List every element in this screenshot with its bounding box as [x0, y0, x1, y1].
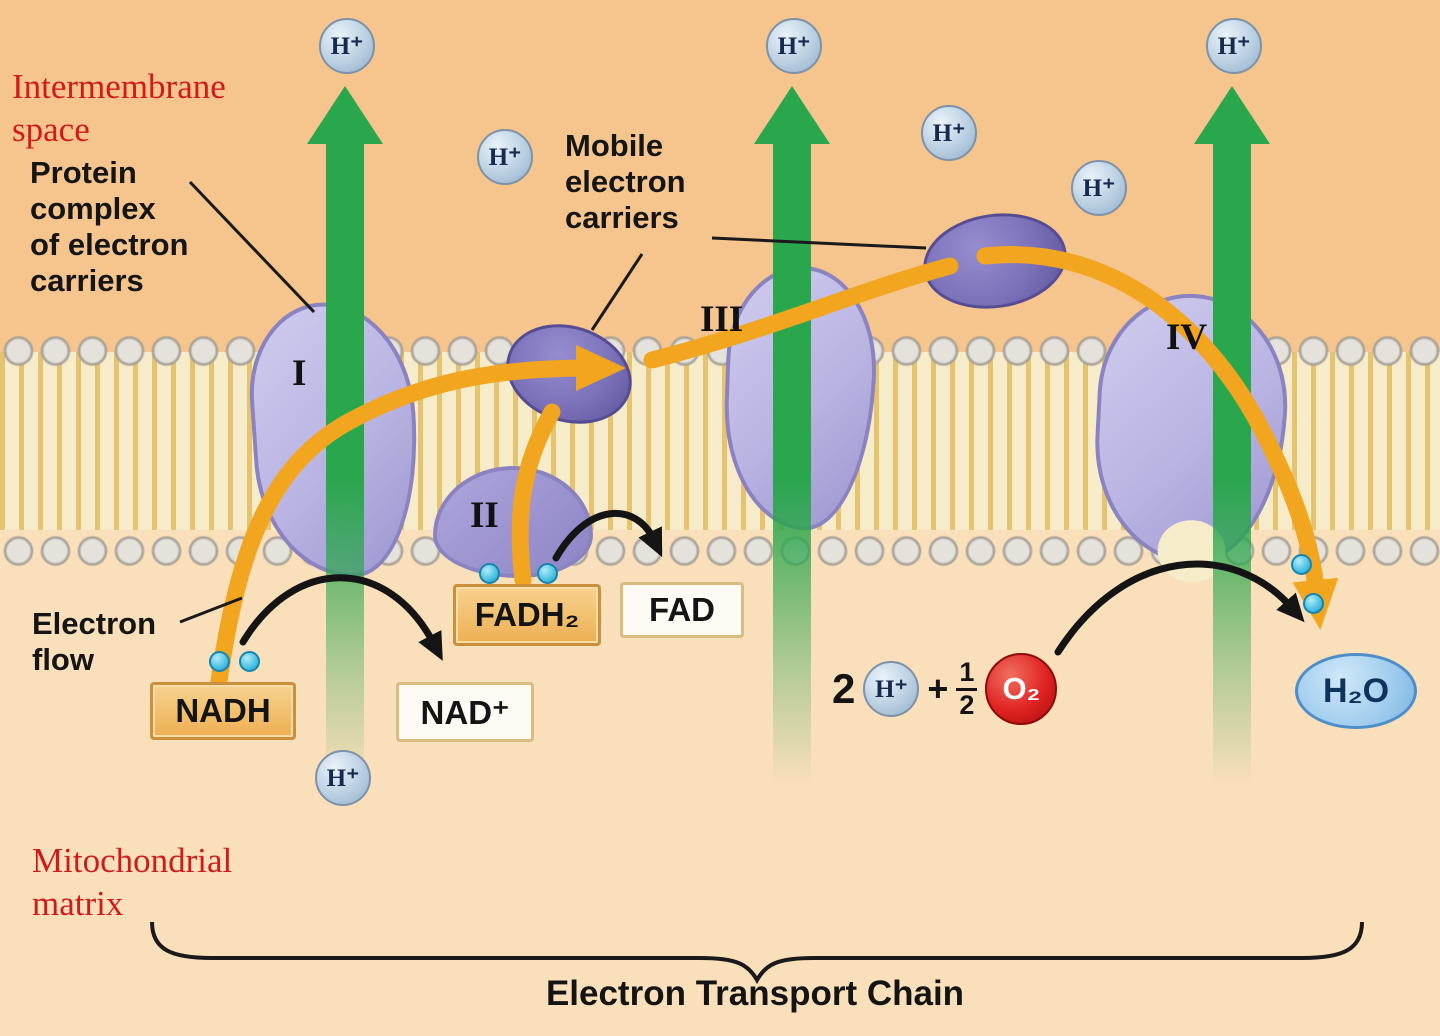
one-half-fraction: 1 2 — [956, 656, 978, 720]
h-plus-label: H⁺ — [1217, 33, 1251, 60]
oxygen-molecule: O₂ — [985, 653, 1058, 725]
h-plus-label: H⁺ — [932, 120, 966, 147]
arrow-shaft — [326, 142, 364, 786]
h-plus-ion: H⁺ — [1206, 18, 1262, 74]
arrow-head — [1194, 86, 1270, 144]
proton-pump-arrow-complex-iv — [1194, 86, 1270, 786]
complex-ii-numeral: II — [470, 495, 499, 536]
nad-box: NAD⁺ — [396, 682, 534, 742]
electron-dot — [209, 651, 230, 672]
h-plus-label: H⁺ — [488, 144, 522, 171]
electron-flow-annotation: Electron flow — [32, 606, 157, 677]
h-plus-ion: H⁺ — [766, 18, 822, 74]
oxygen-label: O₂ — [1002, 671, 1041, 706]
arrow-head — [307, 86, 383, 144]
mobile-carriers-annotation: Mobile electron carriers — [565, 128, 686, 235]
electron-dot — [479, 563, 500, 584]
arrow-shaft — [773, 142, 811, 786]
h-plus-ion: H⁺ — [315, 750, 371, 806]
h-plus-label: H⁺ — [326, 765, 360, 792]
fadh2-box: FADH₂ — [453, 584, 601, 646]
complex-i-numeral: I — [292, 353, 307, 394]
proton-pump-arrow-complex-i — [307, 86, 383, 786]
arrow-shaft — [1213, 142, 1251, 786]
h-plus-ion: H⁺ — [319, 18, 375, 74]
h-plus-label: H⁺ — [330, 33, 364, 60]
oxygen-formula: 2 H⁺ + 1 2 O₂ — [832, 650, 1058, 728]
intermembrane-space-label: Intermembrane space — [12, 67, 226, 149]
h-plus-label: H⁺ — [1082, 175, 1116, 202]
fraction-numerator: 1 — [959, 656, 975, 687]
h-plus-label: H⁺ — [875, 676, 908, 703]
h-plus-ion: H⁺ — [477, 129, 533, 185]
complex-iv-numeral: IV — [1166, 317, 1208, 358]
fraction-bar — [956, 687, 978, 691]
etc-title: Electron Transport Chain — [545, 974, 965, 1013]
h-plus-ion: H⁺ — [1071, 160, 1127, 216]
h-plus-ion: H⁺ — [921, 105, 977, 161]
coefficient-two: 2 — [832, 665, 856, 712]
arrow-head — [754, 86, 830, 144]
water-label: H₂O — [1322, 671, 1390, 710]
h-plus-ion: H⁺ — [863, 661, 920, 717]
complex-iii-numeral: III — [700, 299, 744, 340]
fraction-denominator: 2 — [959, 689, 975, 720]
h-plus-label: H⁺ — [777, 33, 811, 60]
fad-box: FAD — [620, 582, 744, 638]
protein-complex-annotation: Protein complex of electron carriers — [30, 155, 189, 298]
plus-sign: + — [927, 668, 949, 709]
mitochondrial-matrix-label: Mitochondrial matrix — [32, 841, 233, 923]
proton-pump-arrow-complex-iii — [754, 86, 830, 786]
electron-dot — [537, 563, 558, 584]
nadh-box: NADH — [150, 682, 296, 740]
electron-dot — [1291, 554, 1312, 575]
water-molecule: H₂O — [1295, 653, 1417, 729]
electron-dot — [239, 651, 260, 672]
electron-dot — [1303, 593, 1324, 614]
